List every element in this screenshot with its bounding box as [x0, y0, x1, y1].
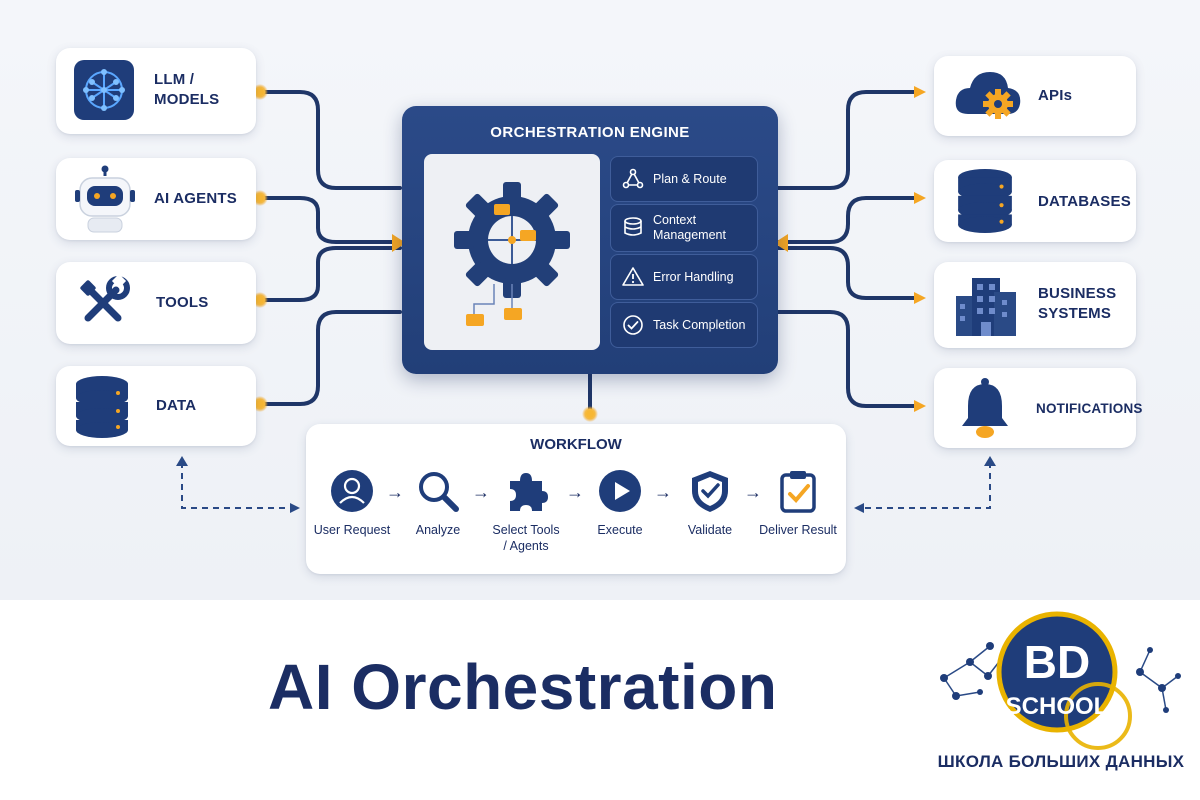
orchestration-engine: ORCHESTRATION ENGINE [402, 106, 778, 374]
input-card-tools: TOOLS [56, 262, 256, 344]
wire-llm [256, 90, 402, 190]
step-label: Select Tools / Agents [492, 523, 560, 553]
input-card-agents: AI AGENTS [56, 158, 256, 240]
shield-check-icon [692, 471, 728, 512]
dashed-loop-left [181, 462, 296, 509]
check-circle-icon [623, 315, 643, 335]
feature-error: Error Handling [610, 254, 758, 300]
output-label: APIs [1038, 87, 1073, 104]
output-label: DATABASES [1038, 193, 1131, 210]
wire-data [256, 310, 402, 406]
step-label: User Request [313, 523, 391, 537]
building-icon [956, 278, 1016, 336]
logo-subtitle: ШКОЛА БОЛЬШИХ ДАННЫХ [937, 752, 1185, 771]
cloud-gear-icon [955, 72, 1021, 119]
wire-databases [776, 196, 920, 244]
gear-flow-icon [454, 182, 570, 326]
arrow-right-icon: → [654, 482, 672, 502]
database-icon [76, 376, 128, 438]
feature-plan-route: Plan & Route [610, 156, 758, 202]
page-title: AI Orchestration [268, 651, 778, 723]
connector-lines [176, 84, 996, 513]
dashed-loop-right [858, 462, 991, 509]
arrow-right-icon: → [386, 482, 404, 502]
route-nodes-icon [622, 168, 644, 189]
database-icon [624, 217, 642, 236]
arrow-right-icon: → [744, 482, 762, 502]
step-label: Deliver Result [759, 523, 837, 537]
feature-label: Task Completion [653, 317, 746, 332]
logo-text-top: BD [1024, 636, 1090, 688]
clipboard-check-icon [780, 471, 816, 513]
output-card-databases: DATABASES [934, 160, 1136, 242]
input-card-data: DATA [56, 366, 256, 446]
feature-label: Context Management [653, 213, 726, 242]
workflow-panel: WORKFLOW User Request → Analyze → Select… [306, 424, 846, 574]
neural-network-icon [74, 60, 134, 120]
input-label: DATA [156, 397, 197, 414]
wrench-screwdriver-icon [80, 274, 130, 322]
database-icon [958, 168, 1012, 234]
input-label: TOOLS [156, 294, 209, 311]
output-card-business: BUSINESS SYSTEMS [934, 262, 1136, 348]
wire-notifications [776, 310, 920, 408]
arrow-right-icon: → [566, 482, 584, 502]
arrow-right-icon: → [472, 482, 490, 502]
wire-business [776, 246, 920, 300]
wire-agents [256, 196, 402, 244]
feature-label: Plan & Route [653, 171, 727, 186]
bell-icon [962, 378, 1008, 438]
step-label: Validate [687, 523, 733, 537]
output-card-apis: APIs [934, 56, 1136, 136]
magnifier-icon [419, 472, 459, 512]
feature-context: Context Management [610, 204, 758, 252]
puzzle-icon [510, 473, 548, 511]
input-label: LLM / MODELS [154, 71, 220, 108]
output-label: NOTIFICATIONS [1036, 401, 1143, 416]
output-card-notifications: NOTIFICATIONS [934, 368, 1142, 448]
workflow-title: WORKFLOW [530, 436, 622, 453]
input-label: AI AGENTS [154, 190, 237, 207]
input-card-llm: LLM / MODELS [56, 48, 256, 134]
output-label: BUSINESS SYSTEMS [1038, 285, 1117, 322]
wire-apis [776, 90, 920, 190]
logo-text-bottom: SCHOOL [1006, 693, 1109, 720]
feature-task: Task Completion [610, 302, 758, 348]
feature-label: Error Handling [653, 269, 734, 284]
title-band [0, 600, 1200, 800]
wire-tools [256, 246, 402, 302]
step-label: Analyze [415, 523, 461, 537]
step-label: Execute [597, 523, 643, 537]
robot-icon [75, 165, 135, 233]
engine-title: ORCHESTRATION ENGINE [490, 124, 690, 141]
engine-gear-panel [424, 154, 600, 350]
bd-school-logo: BD SCHOOL [940, 611, 1181, 750]
play-icon [599, 470, 641, 512]
warning-icon [622, 267, 644, 286]
user-icon [331, 470, 373, 512]
